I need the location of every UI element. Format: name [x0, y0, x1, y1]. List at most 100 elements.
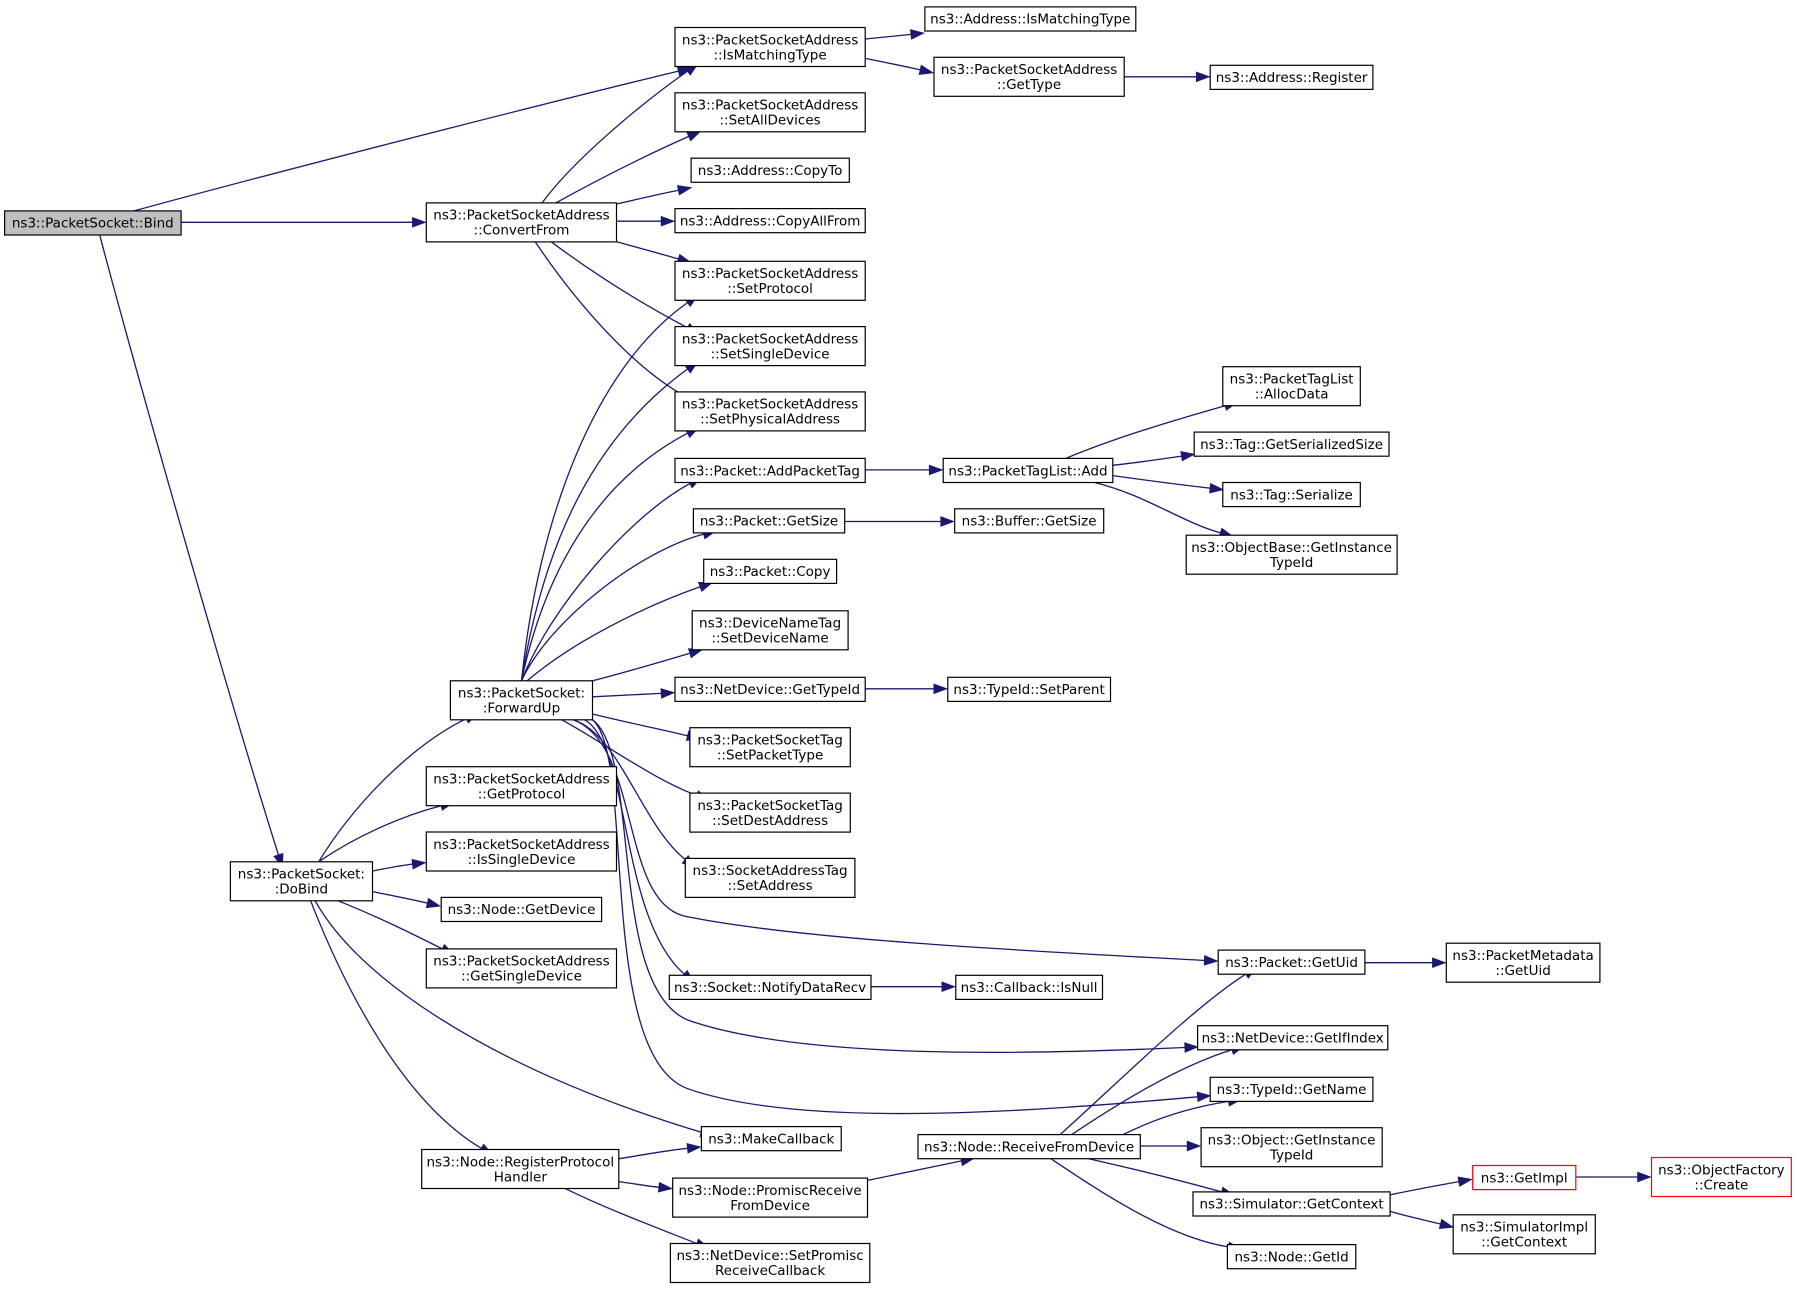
edge-line — [1112, 474, 1211, 489]
node-simimpl-getctx[interactable]: ns3::SimulatorImpl::GetContext — [1452, 1214, 1596, 1255]
edge-line — [616, 189, 679, 205]
edge-line — [520, 483, 691, 682]
node-node-getid[interactable]: ns3::Node::GetId — [1226, 1243, 1357, 1270]
node-label: ns3::ObjectBase::GetInstance — [1191, 540, 1392, 556]
node-label: ns3::PacketSocketTag — [697, 733, 842, 749]
node-label: ns3::Buffer::GetSize — [962, 514, 1097, 530]
node-dnt-setname[interactable]: ns3::DeviceNameTag::SetDeviceName — [691, 610, 849, 651]
node-psa-issingle[interactable]: ns3::PacketSocketAddress::IsSingleDevice — [425, 831, 618, 872]
node-bind[interactable]: ns3::PacketSocket::Bind — [3, 210, 182, 236]
node-box — [674, 391, 866, 432]
node-sim-getctx[interactable]: ns3::Simulator::GetContext — [1192, 1191, 1391, 1217]
node-addr-copyall[interactable]: ns3::Address::CopyAllFrom — [674, 208, 866, 234]
node-ps-forwardup[interactable]: ns3::PacketSocket::ForwardUp — [449, 680, 594, 721]
node-label: ns3::PacketSocketAddress — [682, 98, 858, 114]
node-addr-copyto[interactable]: ns3::Address::CopyTo — [690, 157, 850, 183]
edge-node_regproto-to-node_promisc — [618, 1180, 673, 1193]
edge-line — [616, 241, 679, 260]
node-psa-getproto[interactable]: ns3::PacketSocketAddress::GetProtocol — [425, 766, 618, 807]
node-label: ::Create — [1694, 1177, 1748, 1193]
node-psa-ismatch[interactable]: ns3::PacketSocketAddress::IsMatchingType — [674, 26, 866, 68]
edge-sim_getctx-to-simimpl_getctx — [1390, 1210, 1455, 1229]
node-psa-setproto[interactable]: ns3::PacketSocketAddress::SetProtocol — [674, 260, 866, 301]
node-psa-setall[interactable]: ns3::PacketSocketAddress::SetAllDevices — [674, 92, 866, 133]
node-sim-getimpl[interactable]: ns3::GetImpl — [1472, 1164, 1577, 1191]
node-pkt-addtag[interactable]: ns3::Packet::AddPacketTag — [674, 457, 866, 484]
node-box — [668, 974, 872, 1000]
edge-nd_gettypeid-to-tid_setparent — [865, 683, 949, 695]
node-addr-ismatch[interactable]: ns3::Address::IsMatchingType — [924, 6, 1137, 32]
edge-line — [1390, 1210, 1441, 1225]
node-psa-setsingle[interactable]: ns3::PacketSocketAddress::SetSingleDevic… — [674, 326, 866, 367]
node-pkt-getsize[interactable]: ns3::Packet::GetSize — [692, 508, 846, 534]
node-tag-serialize[interactable]: ns3::Tag::Serialize — [1222, 481, 1361, 508]
edge-ps_forwardup-to-pkt_addtag — [520, 476, 703, 682]
edge-ps_forwardup-to-nd_gettypeid — [592, 688, 676, 699]
node-box — [690, 157, 850, 183]
node-pst-settype[interactable]: ns3::PacketSocketTag::SetPacketType — [689, 727, 851, 768]
node-label: ns3::PacketSocketAddress — [682, 397, 858, 413]
node-psa-convert[interactable]: ns3::PacketSocketAddress::ConvertFrom — [425, 202, 618, 243]
node-nd-setpromisc[interactable]: ns3::NetDevice::SetPromiscReceiveCallbac… — [669, 1242, 871, 1284]
node-node-recv[interactable]: ns3::Node::ReceiveFromDevice — [917, 1133, 1141, 1160]
node-tid-setparent[interactable]: ns3::TypeId::SetParent — [947, 676, 1112, 702]
edge-line — [520, 368, 688, 681]
node-box — [924, 6, 1137, 32]
node-label: :DoBind — [275, 882, 328, 898]
node-label: ::IsSingleDevice — [468, 852, 576, 868]
node-pkt-copy[interactable]: ns3::Packet::Copy — [703, 558, 838, 584]
edge-line — [592, 692, 662, 698]
edge-ptl_add-to-tag_serialize — [1112, 474, 1225, 494]
node-box — [1445, 942, 1601, 983]
node-psa-getsingle[interactable]: ns3::PacketSocketAddress::GetSingleDevic… — [425, 948, 618, 989]
node-makecb[interactable]: ns3::MakeCallback — [700, 1125, 842, 1152]
node-ptl-alloc[interactable]: ns3::PacketTagList::AllocData — [1222, 366, 1361, 407]
arrow-head — [686, 1143, 702, 1154]
node-box — [1472, 1164, 1577, 1191]
node-box — [1209, 1076, 1374, 1103]
node-node-getdev[interactable]: ns3::Node::GetDevice — [440, 896, 603, 923]
node-pm-getuid[interactable]: ns3::PacketMetadata::GetUid — [1445, 942, 1601, 983]
node-box — [674, 457, 866, 484]
edge-ps_forwardup-to-psa_setphys — [520, 426, 700, 681]
node-addr-register[interactable]: ns3::Address::Register — [1209, 64, 1374, 91]
node-objfact-create[interactable]: ns3::ObjectFactory::Create — [1650, 1156, 1792, 1198]
node-buf-getsize[interactable]: ns3::Buffer::GetSize — [954, 508, 1105, 534]
node-label: ns3::Tag::Serialize — [1230, 487, 1353, 503]
node-box — [674, 676, 866, 702]
node-nd-getif[interactable]: ns3::NetDevice::GetIfIndex — [1196, 1025, 1389, 1051]
node-label: TypeId — [1269, 555, 1314, 571]
node-sat-setaddr[interactable]: ns3::SocketAddressTag::SetAddress — [684, 857, 856, 899]
node-tag-getsize[interactable]: ns3::Tag::GetSerializedSize — [1193, 431, 1390, 457]
node-ptl-add[interactable]: ns3::PacketTagList::Add — [942, 457, 1114, 484]
node-label: ns3::PacketTagList::Add — [948, 463, 1107, 479]
node-pkt-getuid[interactable]: ns3::Packet::GetUid — [1217, 949, 1366, 975]
node-box — [954, 508, 1105, 534]
node-label: ns3::ObjectFactory — [1658, 1162, 1785, 1178]
node-label: ns3::Object::GetInstance — [1208, 1133, 1376, 1149]
node-nd-gettypeid[interactable]: ns3::NetDevice::GetTypeId — [674, 676, 866, 702]
node-cb-isnull[interactable]: ns3::Callback::IsNull — [955, 974, 1104, 1000]
node-pst-setdest[interactable]: ns3::PacketSocketTag::SetDestAddress — [689, 792, 851, 833]
node-label: :ForwardUp — [483, 701, 560, 717]
arrow-head — [660, 688, 676, 699]
node-psa-gettype[interactable]: ns3::PacketSocketAddress::GetType — [933, 56, 1125, 97]
node-label: ns3::PacketSocketAddress — [433, 954, 609, 970]
node-psa-setphys[interactable]: ns3::PacketSocketAddress::SetPhysicalAdd… — [674, 391, 866, 432]
node-box — [700, 1125, 842, 1152]
arrow-head — [910, 29, 926, 40]
node-box — [229, 861, 374, 902]
node-label: ::SetSingleDevice — [711, 346, 830, 362]
node-ps-dobind[interactable]: ns3::PacketSocket::DoBind — [229, 861, 374, 902]
node-box — [689, 792, 851, 833]
node-tid-getname[interactable]: ns3::TypeId::GetName — [1209, 1076, 1374, 1103]
arrow-head — [676, 185, 693, 196]
edge-ps_dobind-to-psa_getsingle — [337, 900, 456, 956]
edge-bind-to-psa_ismatch — [133, 66, 693, 212]
node-label: ns3::PacketSocketTag — [697, 798, 842, 814]
node-sock-notify[interactable]: ns3::Socket::NotifyDataRecv — [668, 974, 872, 1000]
